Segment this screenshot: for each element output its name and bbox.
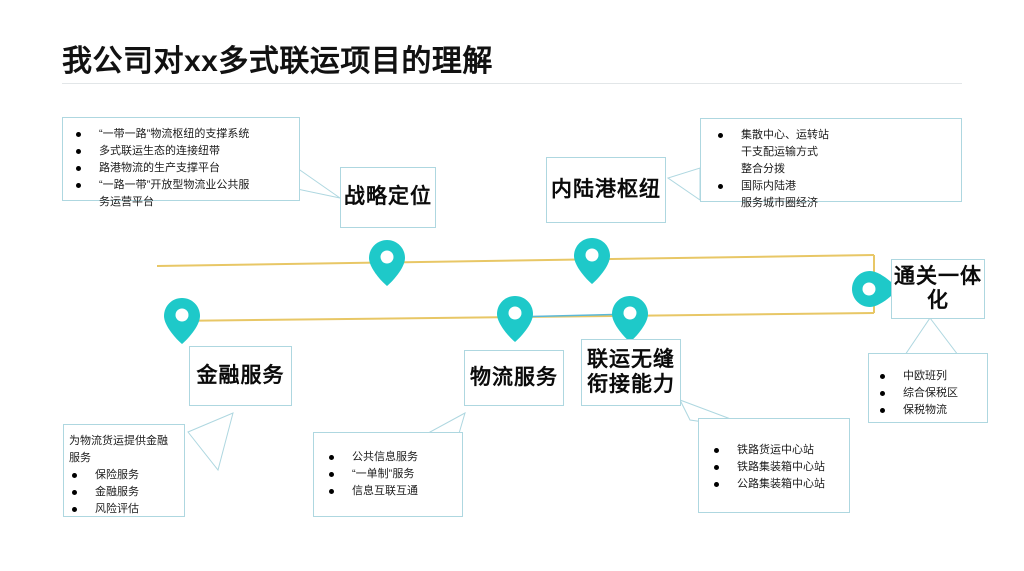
list-item: 中欧班列 bbox=[877, 368, 977, 384]
customs-detail-list: 中欧班列 综合保税区 保税物流 bbox=[877, 368, 977, 418]
page-title: 我公司对xx多式联运项目的理解 bbox=[62, 45, 493, 78]
list-item: 保税物流 bbox=[877, 402, 977, 418]
list-item-continuation: 务运营平台 bbox=[99, 196, 154, 208]
tail-strategy bbox=[296, 167, 341, 199]
label-box-seamless-text: 联运无缝 衔接能力 bbox=[587, 348, 675, 396]
list-item: 保险服务 bbox=[69, 467, 174, 483]
tail-inland bbox=[666, 167, 701, 201]
lower-track-line bbox=[169, 312, 875, 322]
list-item: 铁路集装箱中心站 bbox=[711, 459, 839, 475]
tail-finance bbox=[187, 412, 234, 472]
list-item: 综合保税区 bbox=[877, 385, 977, 401]
callout-finance-detail: 为物流货运提供金融 服务 保险服务 金融服务 风险评估 bbox=[63, 424, 185, 517]
label-box-customs-line1: 通关一体 bbox=[894, 264, 982, 288]
list-item: “一路一带”开放型物流业公共服 bbox=[73, 177, 289, 193]
strategy-detail-list: “一带一路”物流枢纽的支撑系统 多式联运生态的连接纽带 路港物流的生产支撑平台 … bbox=[73, 126, 289, 210]
logistics-detail-list: 公共信息服务 “一单制”服务 信息互联互通 bbox=[326, 449, 452, 499]
callout-inland-port-detail: 集散中心、运转站 干支配运输方式 整合分拨 国际内陆港 服务城市圈经济 bbox=[700, 118, 962, 209]
label-box-customs-line2: 化 bbox=[927, 289, 949, 312]
middle-blue-segment-line bbox=[511, 313, 635, 318]
upper-track-line bbox=[156, 254, 875, 267]
callout-strategy-detail: “一带一路”物流枢纽的支撑系统 多式联运生态的连接纽带 路港物流的生产支撑平台 … bbox=[62, 117, 300, 208]
list-item-sub: 服务城市圈经济 bbox=[741, 197, 818, 209]
title-divider bbox=[62, 83, 962, 84]
label-box-seamless-line1: 联运无缝 bbox=[587, 348, 675, 372]
callout-customs-detail: 中欧班列 综合保税区 保税物流 bbox=[868, 353, 988, 423]
list-item: 信息互联互通 bbox=[326, 483, 452, 499]
list-item: 路港物流的生产支撑平台 bbox=[73, 160, 289, 176]
inland-port-detail-list: 集散中心、运转站 干支配运输方式 整合分拨 国际内陆港 服务城市圈经济 bbox=[715, 127, 951, 211]
list-item: 风险评估 bbox=[69, 501, 174, 517]
label-box-customs[interactable]: 通关一体 化 bbox=[891, 259, 985, 319]
list-item: 铁路货运中心站 bbox=[711, 442, 839, 458]
pin-inland-port bbox=[574, 238, 610, 284]
label-box-seamless[interactable]: 联运无缝 衔接能力 bbox=[581, 339, 681, 406]
list-item: 公共信息服务 bbox=[326, 449, 452, 465]
label-box-finance-text: 金融服务 bbox=[196, 363, 285, 387]
list-item: “一带一路”物流枢纽的支撑系统 bbox=[73, 126, 289, 142]
list-item: 国际内陆港 bbox=[715, 178, 951, 194]
label-box-seamless-line2: 衔接能力 bbox=[587, 372, 675, 396]
label-box-inland-port[interactable]: 内陆港枢纽 bbox=[546, 157, 666, 223]
list-item: 公路集装箱中心站 bbox=[711, 476, 839, 492]
pin-finance bbox=[164, 298, 200, 344]
list-item-sub: 整合分拨 bbox=[741, 163, 785, 175]
label-box-strategy-text: 战略定位 bbox=[344, 185, 432, 209]
callout-seamless-detail: 铁路货运中心站 铁路集装箱中心站 公路集装箱中心站 bbox=[698, 418, 850, 513]
list-item: 集散中心、运转站 bbox=[715, 127, 951, 143]
label-box-inland-port-text: 内陆港枢纽 bbox=[551, 177, 661, 201]
label-box-customs-text: 通关一体 化 bbox=[894, 265, 982, 313]
list-item: “一单制”服务 bbox=[326, 466, 452, 482]
label-box-logistics[interactable]: 物流服务 bbox=[464, 350, 564, 406]
label-box-finance[interactable]: 金融服务 bbox=[189, 346, 292, 406]
finance-detail-lead-2: 服务 bbox=[69, 452, 91, 464]
pin-seamless bbox=[612, 296, 648, 342]
pin-logistics bbox=[497, 296, 533, 342]
finance-detail-list: 保险服务 金融服务 风险评估 bbox=[69, 467, 174, 517]
finance-detail-lead-1: 为物流货运提供金融 bbox=[69, 435, 168, 447]
list-item: 金融服务 bbox=[69, 484, 174, 500]
pin-strategy bbox=[369, 240, 405, 286]
seamless-detail-list: 铁路货运中心站 铁路集装箱中心站 公路集装箱中心站 bbox=[711, 442, 839, 492]
list-item: 多式联运生态的连接纽带 bbox=[73, 143, 289, 159]
callout-logistics-detail: 公共信息服务 “一单制”服务 信息互联互通 bbox=[313, 432, 463, 517]
label-box-logistics-text: 物流服务 bbox=[470, 365, 558, 389]
list-item-sub: 干支配运输方式 bbox=[741, 146, 818, 158]
label-box-strategy[interactable]: 战略定位 bbox=[340, 167, 436, 228]
tail-customs bbox=[904, 317, 960, 356]
